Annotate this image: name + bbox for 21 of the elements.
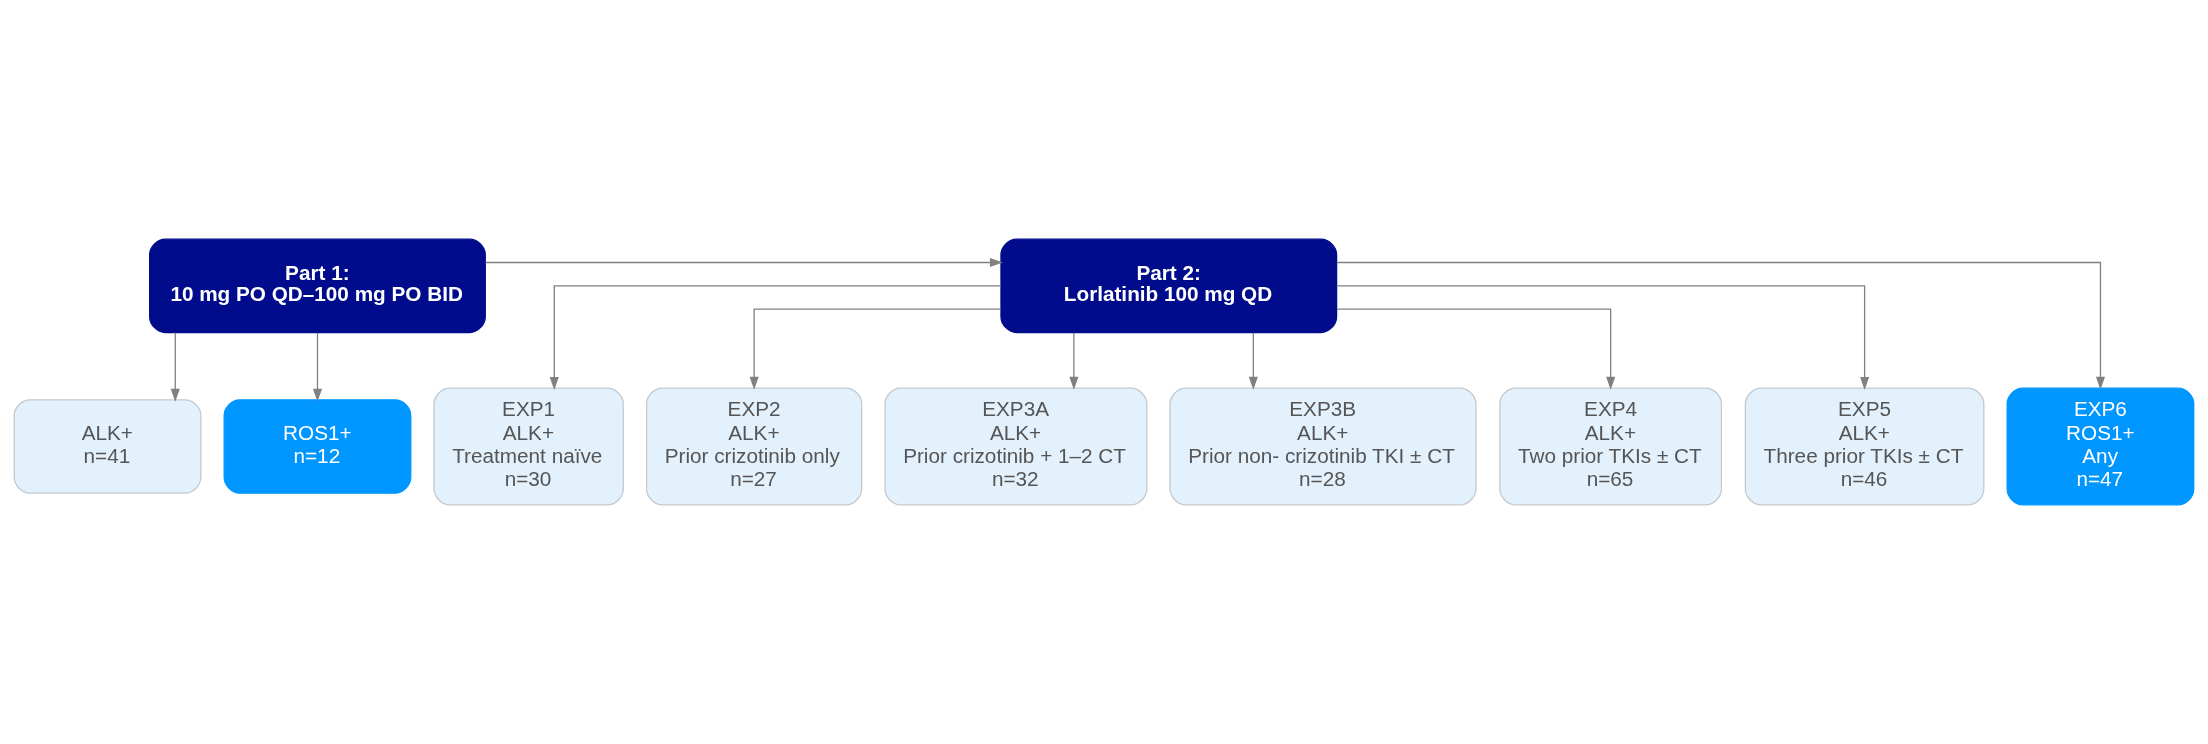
arrow (485, 257, 1003, 268)
node-box: ROS1+ n=12 (223, 399, 412, 494)
node-box: EXP4 ALK+ Two prior TKIs ± CT n=65 (1499, 387, 1723, 506)
arrow (1336, 308, 1616, 390)
node-box: EXP3A ALK+ Prior crizotinib + 1–2 CT n=32 (884, 387, 1148, 506)
node-box: Part 2: Lorlatinib 100 mg QD (1000, 238, 1338, 334)
arrow (312, 332, 322, 402)
node-box: EXP1 ALK+ Treatment naïve n=30 (433, 387, 624, 506)
node-box: EXP2 ALK+ Prior crizotinib only n=27 (645, 387, 863, 506)
arrow (170, 332, 180, 402)
arrow (549, 285, 1002, 390)
node-box: EXP5 ALK+ Three prior TKIs ± CT n=46 (1744, 387, 1985, 506)
node-box: EXP6 ROS1+ Any n=47 (2006, 387, 2195, 506)
node-box: Part 1: 10 mg PO QD–100 mg PO BID (149, 238, 486, 334)
arrow (749, 308, 1002, 390)
node-box: EXP3B ALK+ Prior non- crizotinib TKI ± CT n=28 (1169, 387, 1477, 506)
arrow (1336, 261, 2105, 390)
arrow (1336, 285, 1870, 390)
node-box: ALK+ n=41 (13, 399, 202, 494)
arrow (1069, 332, 1079, 390)
arrow (1248, 332, 1258, 390)
